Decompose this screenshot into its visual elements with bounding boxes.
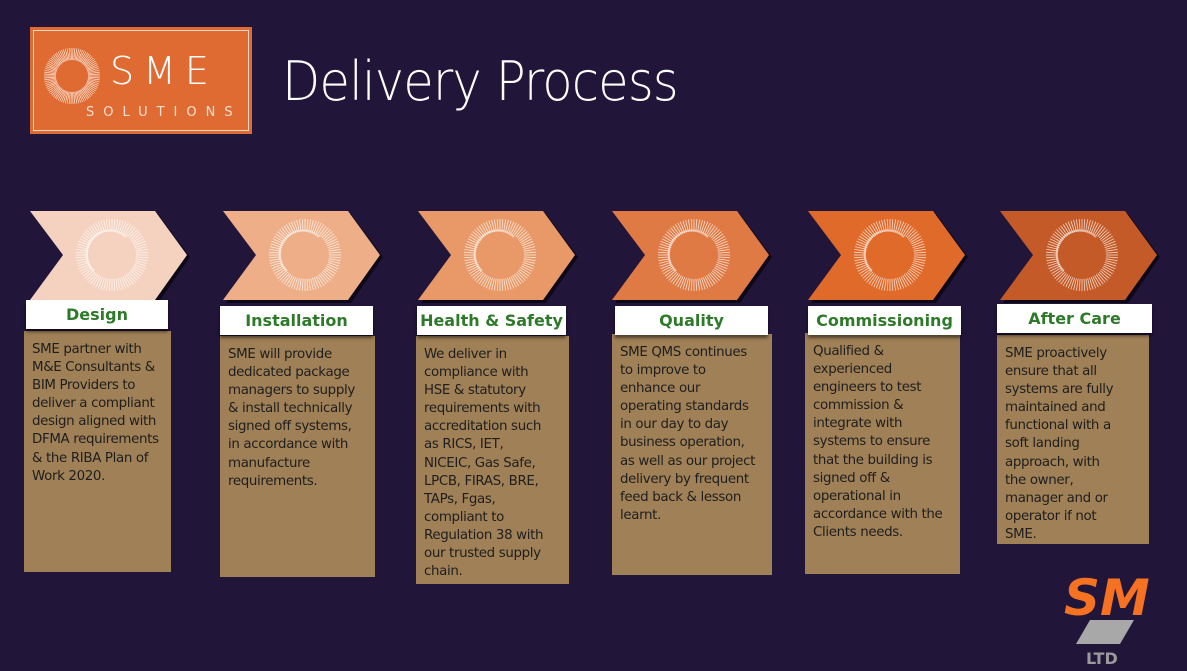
description-line: commission & <box>813 398 904 414</box>
description-line: learnt. <box>620 507 661 523</box>
description-line: dedicated package <box>228 365 350 381</box>
description-line: requirements with <box>424 401 541 417</box>
description-line: HSE & statutory <box>424 383 526 399</box>
description-line: manufacture <box>228 455 310 471</box>
step-chevron-2 <box>223 211 383 303</box>
step-label-4: Quality <box>615 306 768 335</box>
logo-sm-text: SM <box>1064 569 1150 627</box>
logo-brand: SME <box>110 49 218 93</box>
step-chevron-4 <box>612 211 772 303</box>
description-line: SME QMS continues <box>620 345 747 360</box>
sunburst-icon <box>76 219 148 291</box>
description-line: compliance with <box>424 365 529 381</box>
description-line: that the building is <box>813 452 933 468</box>
step-description-2: SME will provide dedicated package manager… <box>220 336 375 577</box>
description-line: enhance our <box>620 381 701 397</box>
description-line: M&E Consultants & <box>32 360 155 376</box>
logo-ltd-text: LTD <box>1086 649 1118 668</box>
description-line: in accordance with <box>228 437 349 453</box>
description-line: integrate with <box>813 416 903 432</box>
description-line: feed back & lesson <box>620 489 742 505</box>
step-label-3: Health & Safety <box>417 306 566 335</box>
description-line: DFMA requirements <box>32 432 159 448</box>
sme-solutions-logo: SME SOLUTIONS <box>30 27 252 134</box>
step-description-6: SME proactively ensure that all systems ar… <box>997 335 1149 544</box>
description-line: experienced <box>813 362 892 378</box>
logo-tagline: SOLUTIONS <box>86 105 242 120</box>
description-line: signed off & <box>813 470 890 486</box>
step-chevron-5 <box>808 211 968 303</box>
logo-e-shape <box>1076 620 1134 644</box>
description-line: business operation, <box>620 435 745 451</box>
description-line: approach, with <box>1005 454 1100 470</box>
description-line: Qualified & <box>813 344 884 359</box>
step-description-5: Qualified & experienced engineers to test c… <box>805 333 960 574</box>
description-line: operating standards <box>620 399 749 415</box>
step-chevron-6 <box>1000 211 1160 303</box>
description-line: our trusted supply <box>424 546 541 562</box>
description-line: BIM Providers to <box>32 378 136 394</box>
description-line: SME proactively <box>1005 346 1107 361</box>
description-line: functional with a <box>1005 418 1111 434</box>
description-line: operational in <box>813 488 901 504</box>
description-line: systems are fully <box>1005 382 1114 398</box>
description-line: the owner, <box>1005 472 1074 488</box>
description-line: design aligned with <box>32 414 157 430</box>
description-line: as RICS, IET, <box>424 437 504 453</box>
description-line: We deliver in <box>424 347 507 362</box>
description-line: operator if not <box>1005 508 1097 524</box>
description-line: manager and or <box>1005 490 1108 506</box>
step-chevron-1 <box>30 211 190 303</box>
sunburst-ring-icon <box>44 47 100 105</box>
step-description-4: SME QMS continues to improve to enhance ou… <box>612 334 772 575</box>
description-line: soft landing <box>1005 436 1080 452</box>
description-line: as well as our project <box>620 453 755 469</box>
description-line: Clients needs. <box>813 524 903 540</box>
step-label-6: After Care <box>997 304 1152 333</box>
description-line: signed off systems, <box>228 419 352 435</box>
step-label-5: Commissioning <box>808 306 961 335</box>
description-line: LPCB, FIRAS, BRE, <box>424 473 539 489</box>
description-line: Regulation 38 with <box>424 527 544 543</box>
sme-ltd-logo: SM LTD <box>1064 569 1150 668</box>
step-label-1: Design <box>26 300 168 329</box>
description-line: accordance with the <box>813 506 943 522</box>
description-line: accreditation such <box>424 419 541 435</box>
step-label-2: Installation <box>220 306 373 335</box>
step-chevron-3 <box>418 211 578 303</box>
description-line: systems to ensure <box>813 434 931 450</box>
description-line: managers to supply <box>228 383 355 399</box>
page-title: Delivery Process <box>282 50 679 113</box>
sunburst-icon <box>854 219 926 291</box>
description-line: Work 2020. <box>32 468 105 484</box>
description-line: engineers to test <box>813 380 922 396</box>
description-line: ensure that all <box>1005 364 1097 380</box>
description-line: requirements. <box>228 473 318 489</box>
description-line: to improve to <box>620 363 706 379</box>
description-line: deliver a compliant <box>32 396 155 412</box>
description-line: & install technically <box>228 401 353 417</box>
description-line: in our day to day <box>620 417 729 433</box>
description-line: SME will provide <box>228 347 332 362</box>
description-line: TAPs, Fgas, <box>424 491 496 507</box>
description-line: compliant to <box>424 509 504 525</box>
sunburst-icon <box>269 219 341 291</box>
logo-border <box>33 30 249 131</box>
description-line: maintained and <box>1005 400 1106 416</box>
sunburst-icon <box>1046 219 1118 291</box>
description-line: SME. <box>1005 526 1037 542</box>
description-line: NICEIC, Gas Safe, <box>424 455 536 471</box>
description-line: & the RIBA Plan of <box>32 450 149 466</box>
description-line: delivery by frequent <box>620 471 749 487</box>
description-line: SME partner with <box>32 342 142 357</box>
description-line: chain. <box>424 564 463 580</box>
